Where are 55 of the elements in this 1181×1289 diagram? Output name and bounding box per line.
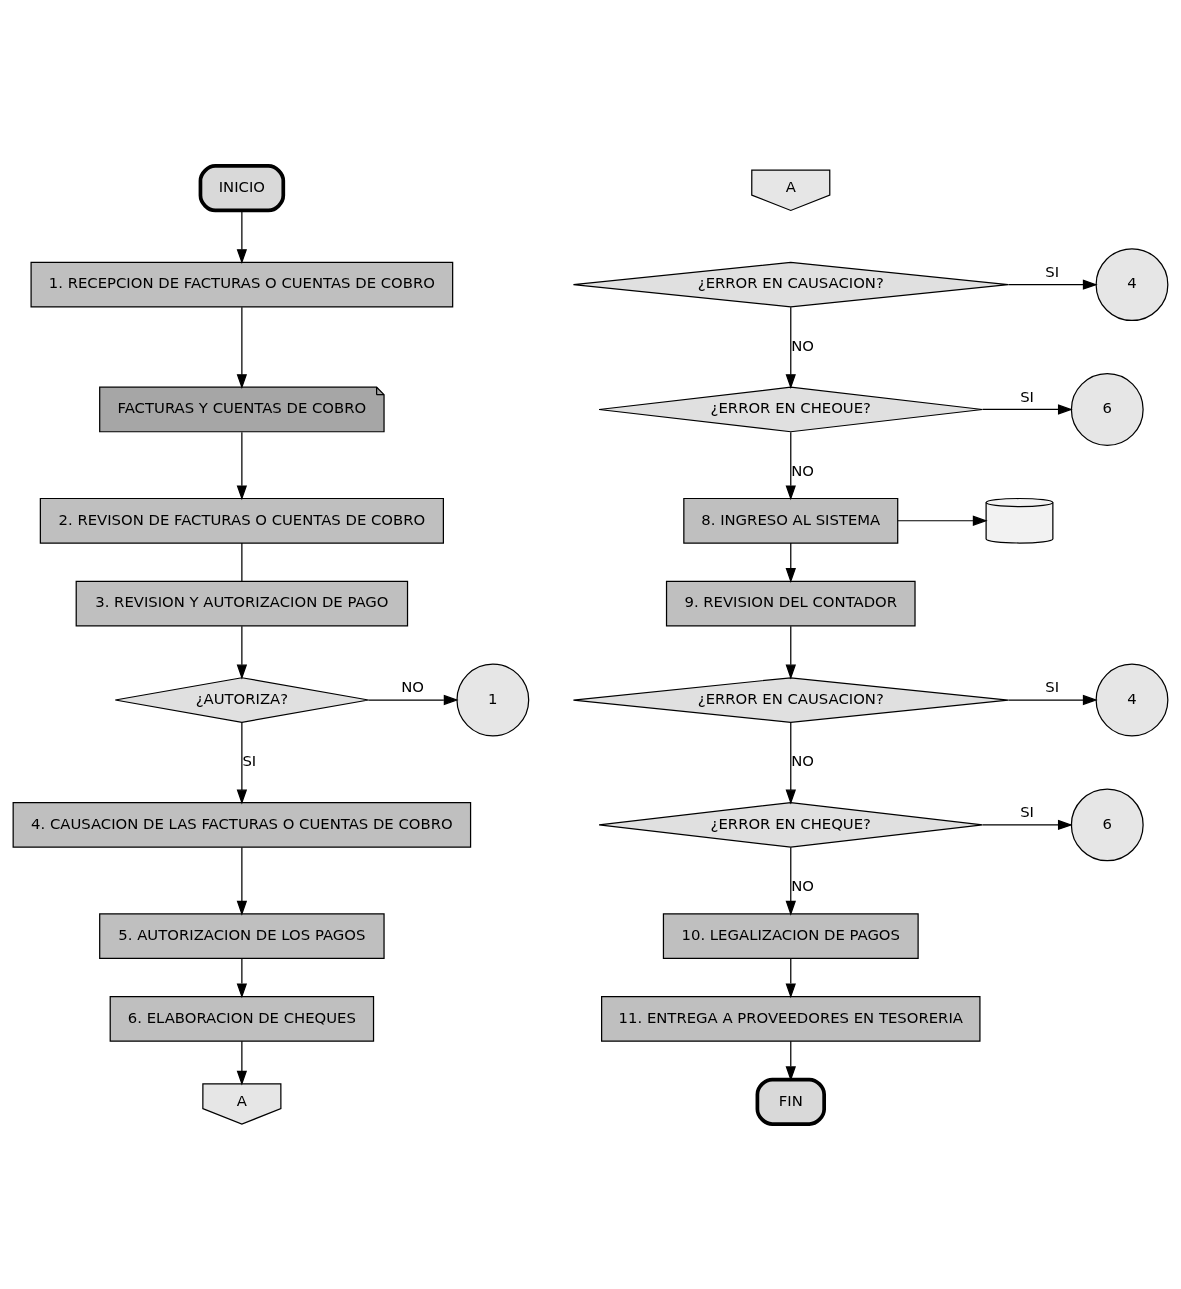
node-box: 1. RECEPCION DE FACTURAS O CUENTAS DE COBRO	[30, 261, 454, 307]
arrow	[785, 1040, 796, 1081]
node-box: 3. REVISION Y AUTORIZACION DE PAGO	[75, 580, 409, 626]
node-box: 4. CAUSACION DE LAS FACTURAS O CUENTAS DE COBRO	[12, 801, 472, 848]
edge-label: SI	[1045, 677, 1060, 695]
node-box: 8. INGRESO AL SISTEMA	[683, 497, 899, 544]
node-box: 9. REVISION DEL CONTADOR	[665, 580, 916, 626]
node-circle: 4	[1095, 247, 1169, 321]
edge-label: NO	[401, 677, 424, 695]
node-diamond: ¿ERROR EN CHEOUE?	[598, 386, 984, 432]
arrow	[236, 721, 248, 804]
connector	[241, 542, 243, 582]
arrow	[982, 403, 1073, 415]
edge-label: NO	[791, 461, 814, 479]
node-box: 2. REVISON DE FACTURAS O CUENTAS DE COBRO	[39, 497, 444, 544]
node-diamond: ¿ERROR EN CHEQUE?	[598, 801, 984, 848]
node-box: 5. AUTORIZACION DE LOS PAGOS	[99, 912, 385, 959]
arrow	[236, 1040, 248, 1085]
node-circle: 1	[456, 663, 530, 736]
node-circle: 4	[1095, 663, 1169, 736]
edge-label: SI	[1020, 802, 1034, 820]
edge-label: NO	[791, 876, 814, 894]
arrow	[236, 306, 248, 389]
edge-label: SI	[242, 751, 257, 769]
edge-label: SI	[1045, 262, 1060, 280]
arrow	[897, 515, 988, 526]
arrow	[785, 625, 796, 679]
arrow	[785, 721, 796, 804]
node-diamond: ¿ERROR EN CAUSACION?	[572, 676, 1009, 723]
node-diamond: ¿ERROR EN CAUSACION?	[572, 261, 1009, 307]
arrow	[1007, 694, 1098, 705]
edge-label: NO	[791, 336, 814, 354]
arrow	[785, 957, 796, 998]
arrow	[236, 846, 248, 916]
node-diamond: ¿AUTORIZA?	[114, 676, 370, 723]
arrow	[1007, 278, 1098, 290]
arrow	[236, 957, 248, 998]
arrow	[982, 819, 1073, 830]
arrow	[785, 542, 796, 583]
arrow	[785, 306, 796, 389]
arrow	[785, 431, 796, 500]
node-circle: 6	[1070, 787, 1144, 861]
node-box: 10. LEGALIZACION DE PAGOS	[662, 912, 919, 959]
arrow	[236, 625, 248, 679]
arrow	[367, 694, 459, 705]
arrow	[236, 431, 248, 500]
node-box: INICIO	[198, 163, 286, 212]
arrow	[236, 209, 248, 264]
node-box: 6. ELABORACION DE CHEQUES	[109, 995, 375, 1042]
node-box: 11. ENTREGA A PROVEEDORES EN TESORERIA	[601, 995, 981, 1042]
node-box: FIN	[755, 1077, 826, 1126]
node-circle: 6	[1070, 372, 1144, 446]
edge-label: NO	[791, 751, 814, 769]
edge-label: SI	[1020, 387, 1034, 405]
arrow	[785, 846, 796, 916]
